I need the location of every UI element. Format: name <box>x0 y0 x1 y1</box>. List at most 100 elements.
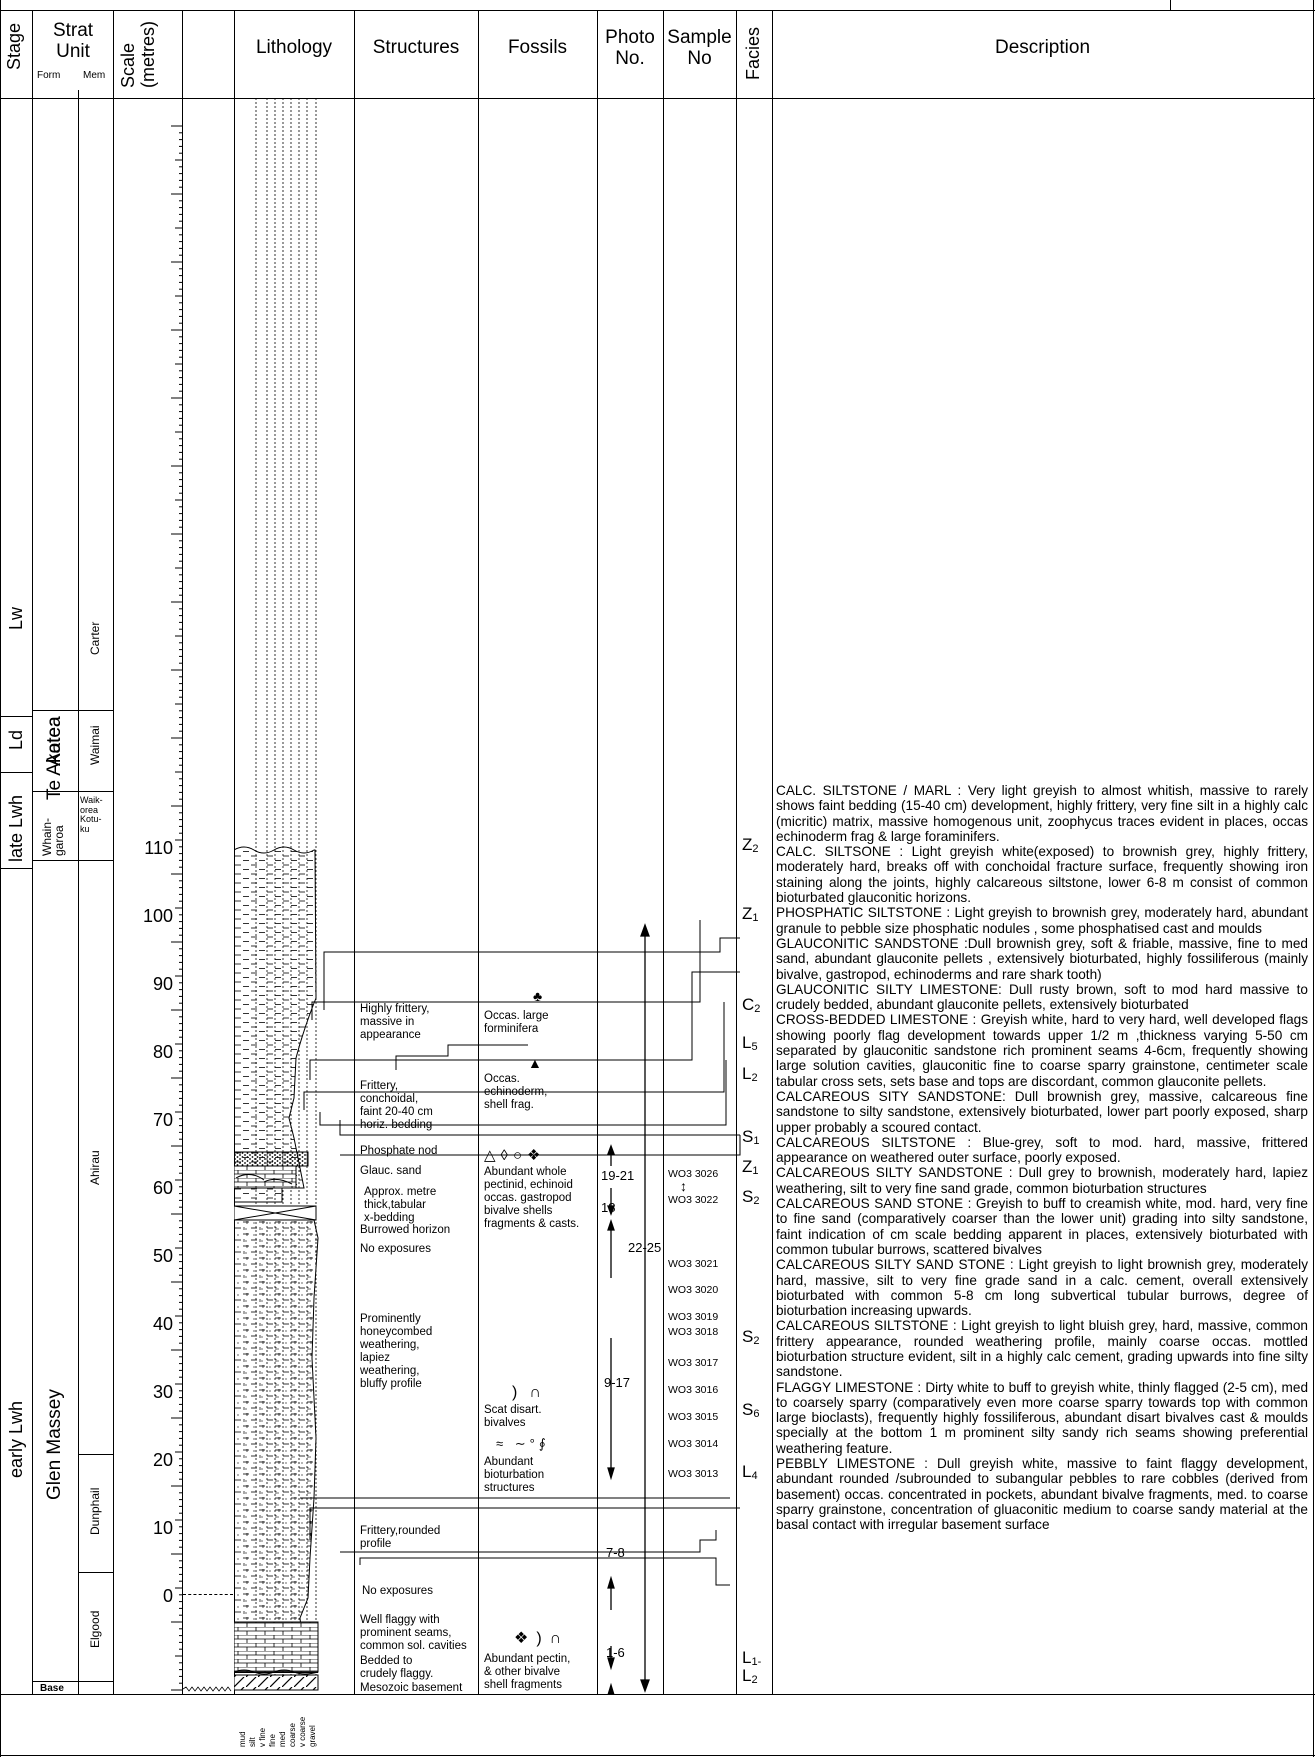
desc-l5: GLAUCONITIC SILTY LIMESTONE: Dull rusty … <box>776 981 1308 1013</box>
descriptions: CALC. SILTSTONE / MARL : Very light grey… <box>776 783 1308 1533</box>
scale-100: 100 <box>142 906 173 926</box>
sample-3022: WO3 3022 <box>668 1194 719 1206</box>
bottom-border <box>0 1755 1315 1756</box>
echinoderm-icon: ▲ <box>528 1055 542 1071</box>
form-boundary-base <box>32 1681 113 1682</box>
scale-30: 30 <box>152 1382 173 1402</box>
header-bottom-rule <box>0 98 1315 99</box>
facies-l4: L4 <box>742 1462 758 1482</box>
desc-s2-lower: CALCAREOUS SILTY SAND STONE : Light grey… <box>776 1257 1308 1319</box>
grain-mud: mud <box>238 1731 247 1747</box>
desc-z1: CALC. SILTSONE : Light greyish white(exp… <box>776 844 1308 906</box>
structure-11: Well flaggy with prominent seams, common… <box>360 1614 467 1652</box>
desc-l4: FLAGGY LIMESTONE : Dirty white to buff t… <box>776 1379 1308 1456</box>
form-boundary-1 <box>32 710 113 711</box>
col-sep-stage <box>32 10 33 1694</box>
header-fossils: Fossils <box>507 37 568 58</box>
facies-s2-upper: S2 <box>742 1187 760 1207</box>
facies-z1-lower: Z1 <box>742 1157 759 1177</box>
stage-boundary-1 <box>0 716 32 717</box>
grain-med: med <box>278 1731 287 1747</box>
col-sep-litho <box>354 10 355 1694</box>
facies-l2: L2 <box>742 1064 758 1084</box>
facies-s6: S6 <box>742 1400 760 1420</box>
photo-arrows <box>607 923 650 1694</box>
top-border <box>0 10 1315 11</box>
sample-3026: WO3 3026 <box>668 1168 719 1180</box>
desc-s6: CALCAREOUS SILTSTONE : Light greyish to … <box>776 1318 1308 1380</box>
scale-ticks <box>171 125 183 1691</box>
stage-lw: Lw <box>6 606 26 630</box>
foraminifera-icon: ♣ <box>533 988 543 1004</box>
scale-40: 40 <box>152 1314 173 1334</box>
header-photo: Photo No. <box>605 27 655 69</box>
formation-whaingaroa: Whain- garoa <box>40 817 66 856</box>
fossil-5: Abundant bioturbation structures <box>484 1456 545 1494</box>
sample-3020: WO3 3020 <box>668 1284 719 1296</box>
member-waimai: Waimai <box>88 725 102 765</box>
body-bottom-rule <box>0 1694 1315 1695</box>
stage-early-lwh: early Lwh <box>6 1400 26 1478</box>
scale-60: 60 <box>152 1178 173 1198</box>
stage-boundary-2 <box>0 772 32 773</box>
desc-s2-upper: CALCAREOUS SILTY SANDSTONE : Dull grey t… <box>776 1165 1308 1196</box>
fossil-4: Scat disart. bivalves <box>484 1404 542 1429</box>
col-sep-fossil <box>597 10 598 1694</box>
col-sep-sample <box>736 10 737 1694</box>
photo-9-17: 9-17 <box>604 1375 631 1390</box>
stage-late-lwh: late Lwh <box>6 794 26 862</box>
col-sep-facies <box>772 10 773 1694</box>
top-corner-tick <box>1170 0 1171 10</box>
photo-1-6: 1-6 <box>606 1645 625 1660</box>
structure-9: Frittery,rounded profile <box>360 1525 441 1550</box>
col-sep-scale <box>182 10 183 1694</box>
header-lithology: Lithology <box>255 37 333 58</box>
left-border <box>0 0 1 1757</box>
right-border <box>1313 0 1314 1757</box>
grain-fine: fine <box>268 1734 277 1747</box>
grain-size-legend: mud silt v fine fine med coarse v coarse… <box>234 1695 324 1751</box>
scale-10: 10 <box>152 1518 173 1538</box>
desc-l2: CROSS-BEDDED LIMESTONE : Greyish white, … <box>776 1012 1308 1089</box>
header-facies: Facies <box>743 26 763 80</box>
grain-gravel: gravel <box>308 1725 317 1747</box>
member-boundary-dunphail <box>78 1572 113 1573</box>
header-description: Description <box>994 37 1091 58</box>
structure-4: Glauc. sand <box>360 1165 422 1177</box>
facies-z2: Z2 <box>742 835 759 855</box>
scale-70: 70 <box>152 1110 173 1130</box>
scale-80: 80 <box>152 1042 173 1062</box>
formation-aotea: Aotea <box>44 716 65 766</box>
col-sep-photo <box>663 10 664 1694</box>
facies-c2: C2 <box>742 995 761 1015</box>
sample-range-arrow: ↕ <box>680 1178 687 1194</box>
grain-vfine: v fine <box>258 1727 267 1747</box>
form-boundary-3 <box>32 860 113 861</box>
sample-3019: WO3 3019 <box>668 1311 719 1323</box>
sample-3021: WO3 3021 <box>668 1258 719 1270</box>
member-waikorea-kotuku: Waik- orea Kotu- ku <box>80 795 103 834</box>
desc-glauc-sandstone: GLAUCONITIC SANDSTONE :Dull brownish gre… <box>776 935 1308 982</box>
col-sep-struct <box>478 10 479 1694</box>
structure-7: No exposures <box>360 1243 431 1255</box>
facies-z1-upper: Z1 <box>742 904 759 924</box>
facies-s1: S1 <box>742 1127 760 1147</box>
ten-metre-marker <box>183 1594 233 1595</box>
scale-90: 90 <box>152 974 173 994</box>
grain-coarse: coarse <box>288 1722 297 1747</box>
header-stage: Stage <box>4 22 24 70</box>
basement-leader <box>183 1686 232 1692</box>
grain-vcoarse: v coarse <box>298 1716 307 1747</box>
sample-3017: WO3 3017 <box>668 1357 719 1369</box>
sample-3014: WO3 3014 <box>668 1438 719 1450</box>
structure-8: Prominently honeycombed weathering, lapi… <box>360 1313 433 1390</box>
desc-l1: PEBBLY LIMESTONE : Dull greyish white, m… <box>776 1456 1308 1533</box>
photo-19-21: 19-21 <box>601 1168 635 1183</box>
member-elgood: Elgood <box>88 1610 102 1648</box>
scale-110: 110 <box>144 838 173 858</box>
header-sample: Sample No <box>667 27 732 69</box>
desc-z2: CALC. SILTSTONE / MARL : Very light grey… <box>776 783 1308 844</box>
sample-3015: WO3 3015 <box>668 1411 719 1423</box>
lithology-base-section <box>234 1621 319 1691</box>
sample-3018: WO3 3018 <box>668 1326 719 1338</box>
